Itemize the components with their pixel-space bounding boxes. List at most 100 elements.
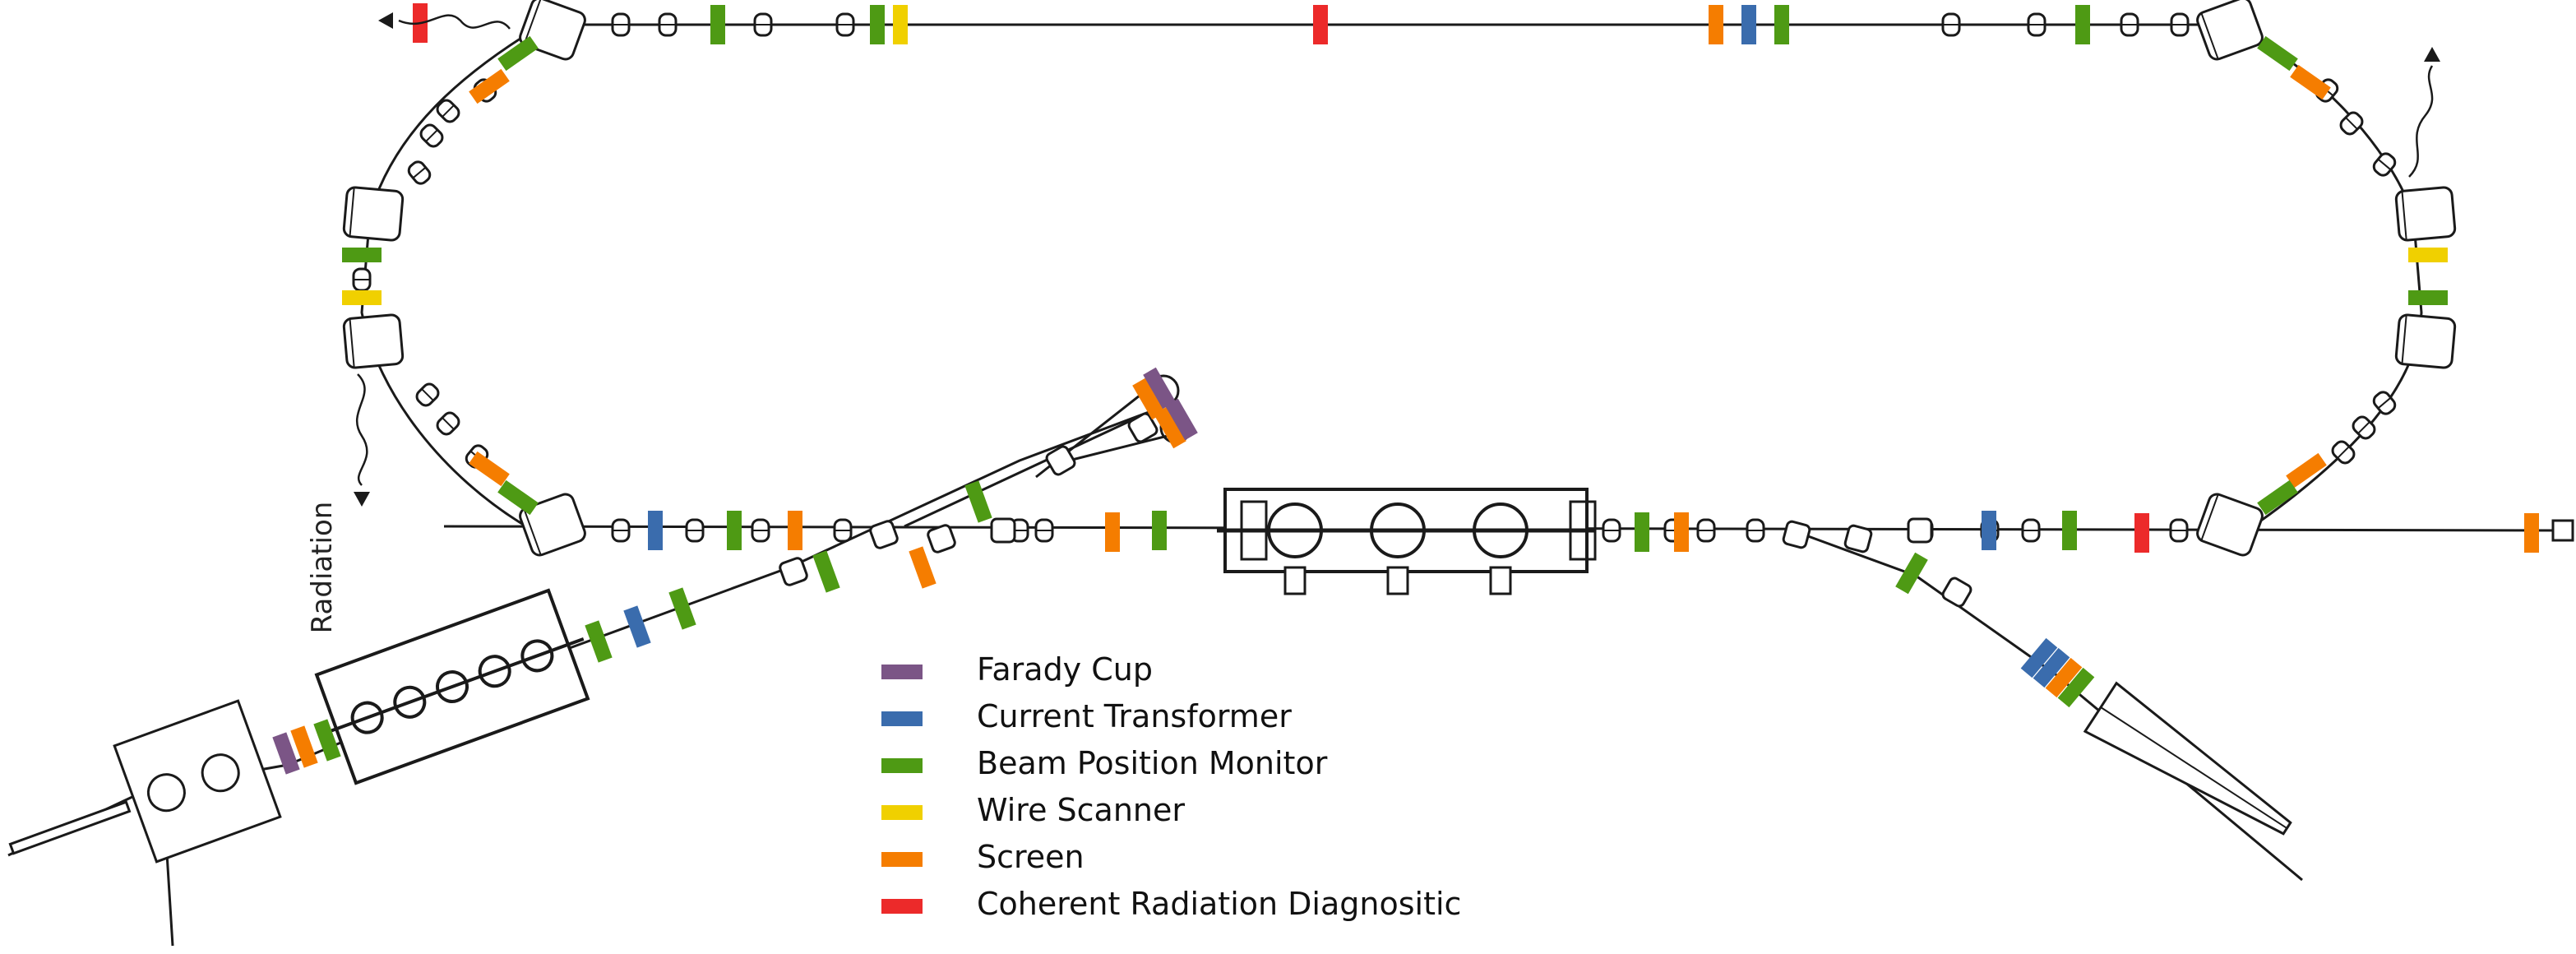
- diagnostic-beam-position-monitor: [668, 587, 696, 630]
- vacuum-component: [1127, 412, 1159, 443]
- diagnostic-wire-scanner: [893, 5, 908, 44]
- vacuum-component: [1941, 577, 1972, 608]
- diagnostic-screen: [2524, 513, 2539, 553]
- legend-label: Screen: [977, 839, 1085, 875]
- diagnostic-faraday-cup: [1143, 367, 1176, 410]
- dipole-magnet: [2196, 493, 2264, 557]
- quadrupole: [436, 99, 460, 123]
- quadrupole: [1941, 12, 1961, 37]
- diagnostic-wire-scanner: [342, 290, 382, 305]
- diagnostic-beam-position-monitor: [870, 5, 885, 44]
- quadrupole: [611, 518, 631, 543]
- diagnostic-current-transformer: [623, 605, 651, 648]
- vacuum-component: [1907, 517, 1933, 544]
- diagnostic-beam-position-monitor: [2257, 35, 2298, 72]
- vacuum-component: [1843, 524, 1873, 553]
- quadrupole: [2352, 415, 2376, 440]
- legend-label: Farady Cup: [977, 651, 1153, 688]
- radiation-wave: [2408, 65, 2434, 178]
- quadrupole: [352, 267, 372, 292]
- diagnostic-current-transformer: [1741, 5, 1756, 44]
- diagnostic-beam-position-monitor: [727, 511, 742, 550]
- diagnostic-current-transformer: [2033, 647, 2070, 688]
- diagnostic-screen: [909, 546, 937, 589]
- diagnostic-screen: [2045, 657, 2083, 698]
- quadrupole: [751, 518, 770, 543]
- quadrupole: [1746, 518, 1765, 543]
- diagnostic-faraday-cup: [272, 732, 300, 775]
- legend-label: Coherent Radiation Diagnositic: [977, 886, 1462, 922]
- quadrupole: [2331, 440, 2356, 465]
- quadrupole: [685, 518, 705, 543]
- radiation-label: Radiation: [306, 501, 339, 634]
- quadrupole: [407, 160, 432, 185]
- radiation-arrowhead: [2424, 47, 2440, 62]
- legend-swatch: [881, 758, 923, 773]
- legend-swatch: [881, 665, 923, 679]
- quadrupole: [658, 12, 678, 37]
- diagnostic-coherent-radiation: [1313, 5, 1328, 44]
- diagnostic-screen: [2290, 64, 2331, 100]
- quadrupole: [2027, 12, 2046, 37]
- diagnostic-beam-position-monitor: [1152, 511, 1167, 550]
- legend-swatch: [881, 711, 923, 726]
- diagnostic-current-transformer: [1982, 511, 1996, 550]
- diagnostic-current-transformer: [648, 511, 663, 550]
- quadrupole: [753, 12, 773, 37]
- rf-cavity-module: [1217, 488, 1597, 595]
- quadrupole: [2372, 152, 2397, 177]
- radiation-wave: [356, 373, 368, 486]
- diagnostic-screen: [469, 451, 510, 487]
- diagnostic-wire-scanner: [2408, 248, 2448, 262]
- beam-path: [904, 410, 1152, 528]
- vacuum-component: [1045, 445, 1076, 476]
- diagnostic-screen: [1154, 406, 1186, 449]
- diagnostic-beam-position-monitor: [1774, 5, 1789, 44]
- vacuum-component: [927, 524, 956, 553]
- electron-gun: [8, 699, 282, 864]
- diagnostic-beam-position-monitor: [585, 620, 613, 663]
- legend-swatch: [881, 852, 923, 867]
- diagnostic-beam-position-monitor: [497, 479, 539, 516]
- quadrupole: [415, 382, 440, 407]
- quadrupole: [1696, 518, 1716, 543]
- quadrupole: [833, 518, 853, 543]
- diagnostic-beam-position-monitor: [1635, 512, 1649, 552]
- diagnostic-faraday-cup: [1165, 398, 1198, 441]
- diagnostic-markers: [272, 3, 2539, 775]
- diagnostic-beam-position-monitor: [812, 550, 840, 593]
- quadrupole: [2170, 12, 2190, 37]
- legend-label: Beam Position Monitor: [977, 745, 1328, 781]
- diagnostic-beam-position-monitor: [2075, 5, 2090, 44]
- legend-swatch: [881, 899, 923, 914]
- quadrupole: [419, 123, 444, 148]
- diagnostic-screen: [788, 511, 802, 550]
- diagnostic-coherent-radiation: [2134, 513, 2149, 553]
- diagnostic-beam-position-monitor: [2062, 511, 2077, 550]
- diagnostic-screen: [1105, 512, 1120, 552]
- vacuum-component: [869, 520, 899, 549]
- vacuum-component: [779, 557, 808, 586]
- quadrupole: [1034, 518, 1054, 543]
- diagnostic-beam-position-monitor: [313, 719, 341, 762]
- quadrupole: [2120, 12, 2139, 37]
- beamline-paths: [7, 23, 2566, 947]
- diagnostic-screen: [290, 725, 318, 768]
- diagnostic-beam-position-monitor: [964, 480, 992, 523]
- dipole-magnet: [342, 186, 405, 242]
- diagnostic-beam-position-monitor: [342, 248, 382, 262]
- radiation-arrows: [354, 12, 2440, 507]
- quadrupole: [2169, 518, 2189, 543]
- diagnostic-screen: [469, 68, 510, 104]
- diagnostic-beam-position-monitor: [1895, 552, 1928, 595]
- dipole-magnet: [342, 313, 405, 369]
- radiation-wave: [398, 14, 511, 30]
- beam-path: [360, 23, 543, 528]
- diagnostic-current-transformer: [2020, 637, 2058, 678]
- linac-module: [314, 588, 590, 785]
- quadrupole: [436, 411, 460, 436]
- legend-label: Current Transformer: [977, 698, 1292, 734]
- dipole-magnet: [519, 0, 586, 61]
- beamline-components: [8, 0, 2574, 864]
